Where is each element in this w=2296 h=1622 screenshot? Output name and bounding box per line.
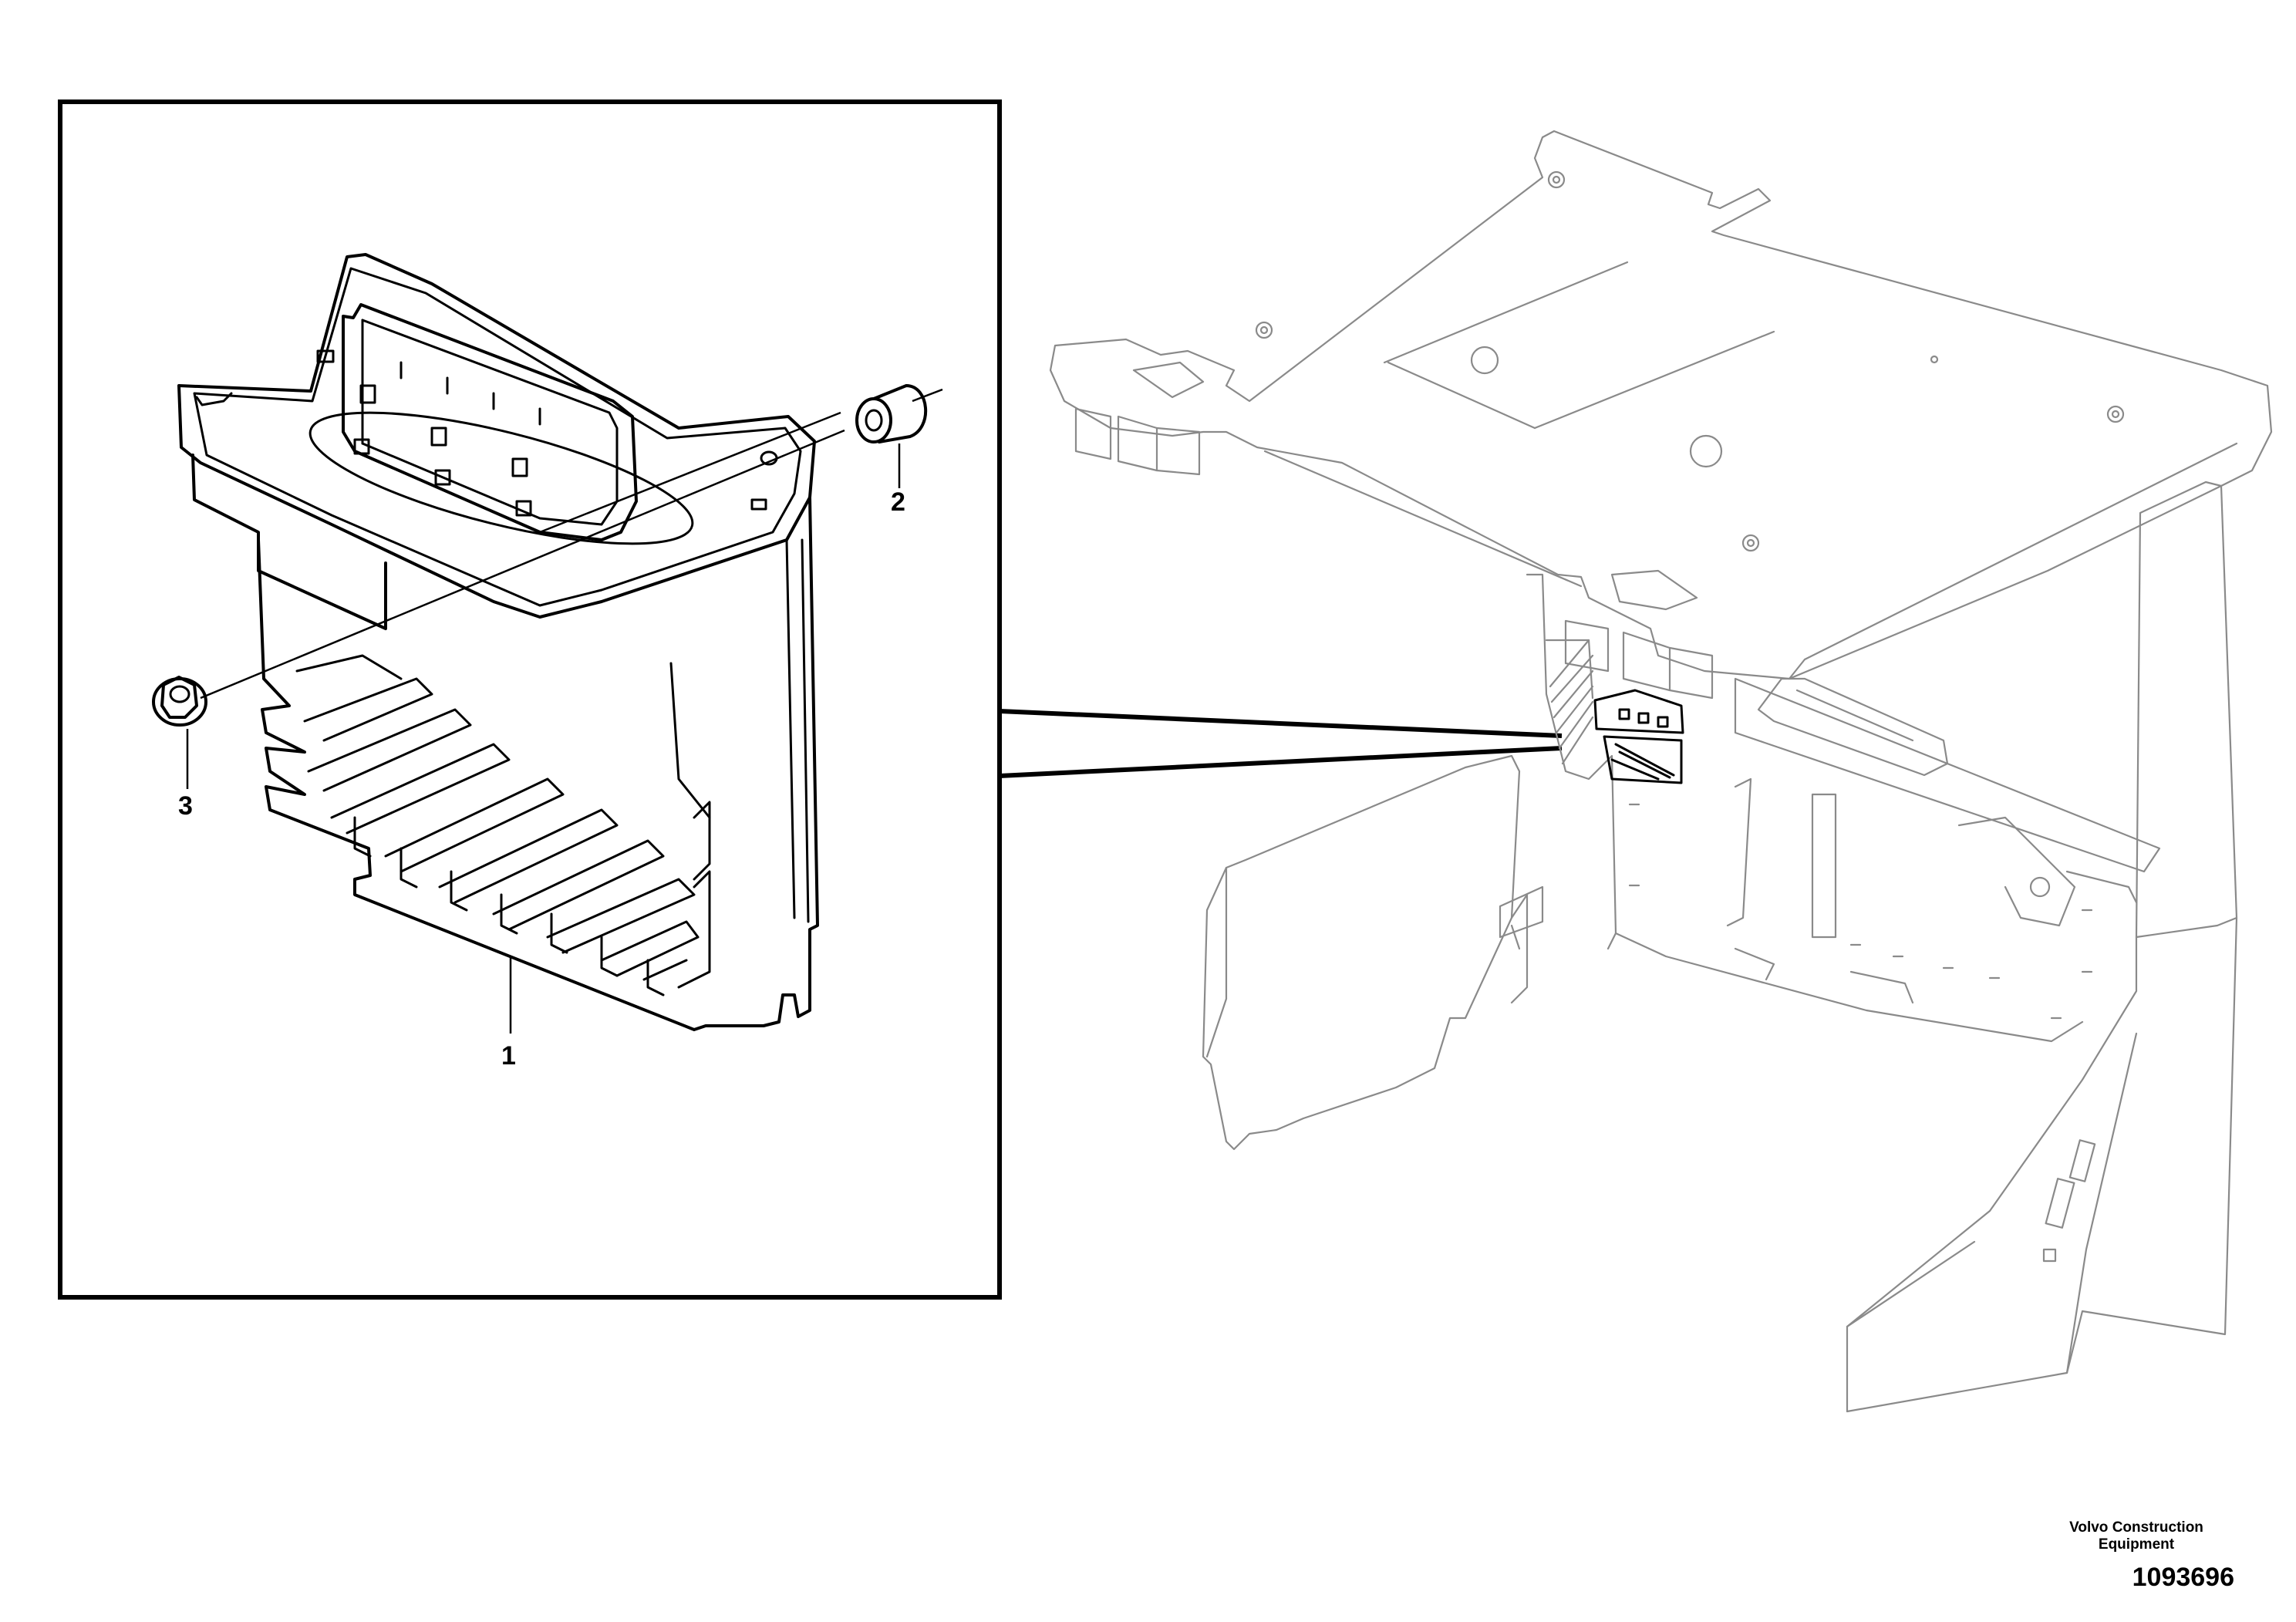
callout-1: 1 [501,1041,516,1071]
control-unit-part-1 [177,253,819,1031]
wall-hatching [1549,639,1594,765]
assembly-leader-lines [200,411,845,700]
brand-line-2: Equipment [2098,1536,2175,1553]
connector-pins [353,361,541,517]
panel-slots [1628,803,2093,1020]
callout-2: 2 [891,487,905,517]
flange-nut-part-3 [152,676,207,727]
heat-sink-fins [295,654,700,996]
zoom-connector [999,709,1563,778]
cab-overview [1049,130,2273,1413]
callout-3: 3 [178,791,193,821]
roof-bolts [1255,170,2125,552]
figure-number: 1093696 [2132,1563,2234,1592]
spacer-sleeve-part-2 [855,384,943,443]
ecu-location-marker [1593,689,1684,784]
publisher-brand: Volvo Construction Equipment [2036,1519,2237,1554]
detail-frame [58,99,1002,1300]
callout-leaders [186,443,901,1034]
brand-line-1: Volvo Construction [2069,1519,2203,1536]
